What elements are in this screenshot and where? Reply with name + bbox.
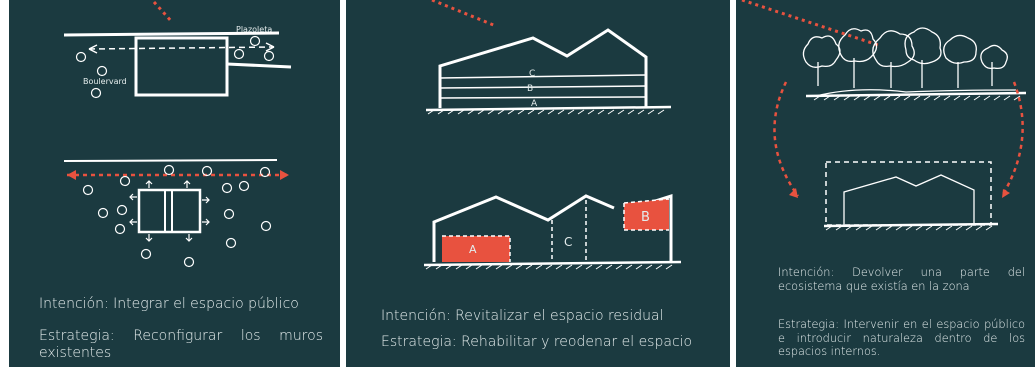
section-diagram-2: C B A A C B bbox=[423, 0, 682, 270]
plan-diagram-1: Plazoleta Boulervard bbox=[63, 0, 292, 268]
space-b bbox=[624, 199, 669, 230]
tree-cluster bbox=[802, 27, 1017, 97]
floor-label-b: B bbox=[527, 84, 533, 94]
dashed-enclosure bbox=[825, 161, 992, 226]
ground-line bbox=[425, 105, 672, 112]
panel-integrar: Plazoleta Boulervard Intención: In bbox=[9, 0, 340, 367]
red-curved-arrow-right bbox=[1000, 81, 1024, 197]
red-curved-arrow-left bbox=[773, 81, 800, 197]
building-box bbox=[134, 36, 229, 97]
ground-line-2 bbox=[823, 222, 999, 228]
ground-hatch bbox=[427, 109, 665, 115]
space-label-b: B bbox=[641, 210, 650, 225]
label-plazoleta: Plazoleta bbox=[236, 25, 272, 34]
panel-devolver: Intención: Devolver una parte del ecosis… bbox=[736, 0, 1035, 367]
space-a bbox=[442, 236, 510, 262]
space-label-a: A bbox=[469, 243, 477, 256]
red-dotted-line bbox=[152, 0, 174, 24]
estrategia-text: Estrategia: Rehabilitar y reodenar el es… bbox=[381, 334, 693, 350]
building-outline-top bbox=[438, 28, 648, 108]
intencion-text: Intención: Revitalizar el espacio residu… bbox=[381, 308, 664, 324]
intencion-text: Intención: Integrar el espacio público bbox=[39, 296, 299, 312]
floor-label-c: C bbox=[529, 69, 535, 79]
panel-revitalizar: C B A A C B Intención: Revitalizar el es… bbox=[346, 0, 730, 367]
floor-label-a: A bbox=[531, 99, 538, 109]
label-boulervard: Boulervard bbox=[83, 77, 127, 86]
estrategia-text: Estrategia: Reconfigurar los muros exist… bbox=[39, 328, 323, 361]
intencion-text: Intención: Devolver una parte del ecosis… bbox=[778, 266, 1025, 293]
ecosystem-diagram-3 bbox=[741, 0, 1027, 231]
people-icons bbox=[75, 35, 275, 99]
space-label-c: C bbox=[564, 235, 572, 249]
estrategia-text: Estrategia: Intervenir en el espacio púb… bbox=[778, 318, 1025, 358]
ground-line bbox=[805, 91, 1027, 98]
ground-line-2 bbox=[423, 260, 682, 267]
building-outline-bottom bbox=[432, 194, 615, 262]
building-outline bbox=[843, 174, 975, 225]
red-dotted-line bbox=[431, 0, 497, 28]
building-box-2 bbox=[137, 188, 202, 234]
